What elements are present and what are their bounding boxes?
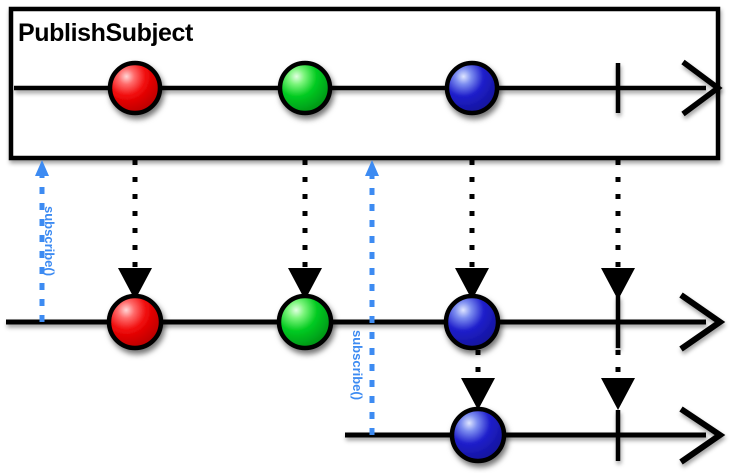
emission-arrowheads-second (461, 378, 635, 410)
emission-arrowheads-first (118, 268, 635, 300)
emission-arrowhead-complete (601, 268, 635, 300)
emission-arrowhead-blue (455, 268, 489, 300)
second-observer-arrowhead (679, 406, 726, 465)
source-arrowhead (681, 59, 723, 117)
second-subscription-arrow[interactable] (365, 160, 379, 435)
source-marble-green (277, 60, 333, 116)
first-observer-arrowhead (679, 292, 726, 352)
source-marble-red (107, 60, 163, 116)
source-timeline (14, 59, 723, 117)
page-title: PublishSubject (18, 19, 193, 47)
second-observer-marble-blue (449, 406, 507, 464)
second-observer-timeline (345, 406, 726, 465)
first-subscription-arrow[interactable] (35, 160, 49, 322)
emission-links-to-first-observer (132, 160, 621, 268)
second-subscription-arrowhead (365, 160, 379, 176)
first-observer-marble-green (276, 293, 334, 351)
first-subscription-arrowhead (35, 160, 49, 176)
first-observer-marble-red (106, 293, 164, 351)
first-observer-timeline (6, 292, 726, 352)
emission-arrowhead-complete-2 (601, 378, 635, 410)
emission-arrowhead-blue-2 (461, 378, 495, 410)
emission-links-to-second-observer (475, 350, 621, 378)
emission-arrowhead-green (288, 268, 322, 300)
source-marble-blue (444, 60, 500, 116)
emission-arrowhead-red (118, 268, 152, 300)
first-observer-marble-blue (443, 293, 501, 351)
